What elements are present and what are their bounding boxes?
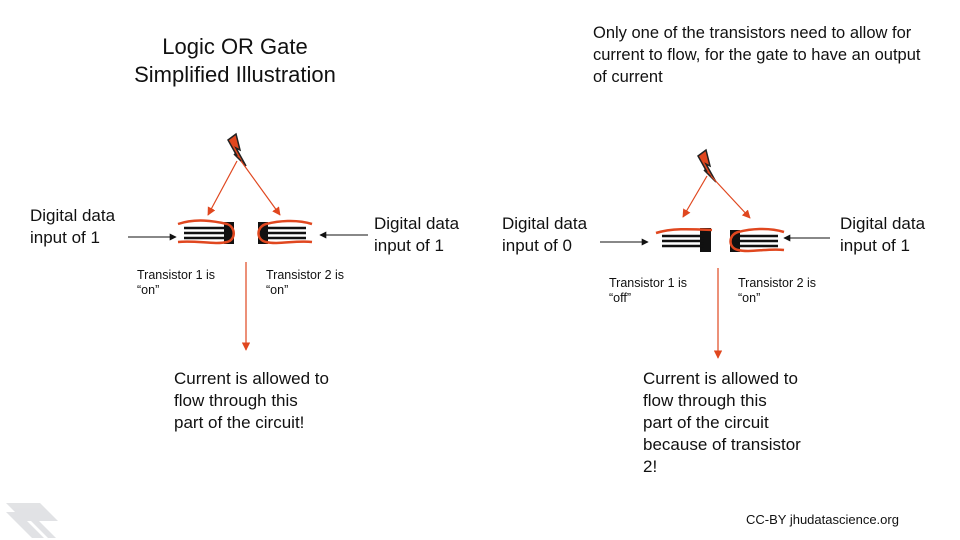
left-transistor-2-label: Transistor 2 is “on”: [266, 268, 345, 297]
right-result-text: Current is allowed to flow through this …: [643, 369, 801, 476]
right-transistor-2-label: Transistor 2 is “on”: [738, 276, 817, 305]
lightning-bolt-icon: [227, 132, 247, 167]
right-input-label-1: Digital data input of 0: [502, 214, 588, 255]
left-input-label-1: Digital data input of 1: [30, 206, 116, 247]
right-gate: [600, 148, 830, 359]
lightning-bolt-icon: [697, 148, 717, 183]
transistor-1: [177, 219, 235, 245]
signal-arrow-t2: [710, 175, 751, 219]
explanation-note: Only one of the transistors need to allo…: [593, 24, 921, 86]
credit-text: CC-BY jhudatascience.org: [746, 512, 899, 527]
page-title: Logic OR Gate Simplified Illustration: [134, 34, 336, 87]
signal-arrow-t1: [207, 160, 238, 216]
left-input-label-2: Digital data input of 1: [374, 214, 460, 255]
signal-arrow-t2: [240, 160, 281, 216]
left-result-text: Current is allowed to flow through this …: [174, 369, 329, 432]
transistor-1: [655, 227, 713, 252]
transistor-2: [729, 227, 785, 253]
transistor-2: [257, 219, 313, 245]
signal-arrow-t1: [682, 175, 708, 218]
watermark-logo-icon: [6, 503, 58, 538]
right-transistor-1-label: Transistor 1 is “off”: [609, 276, 688, 305]
left-gate: [128, 132, 368, 351]
right-input-label-2: Digital data input of 1: [840, 214, 926, 255]
left-transistor-1-label: Transistor 1 is “on”: [137, 268, 216, 297]
